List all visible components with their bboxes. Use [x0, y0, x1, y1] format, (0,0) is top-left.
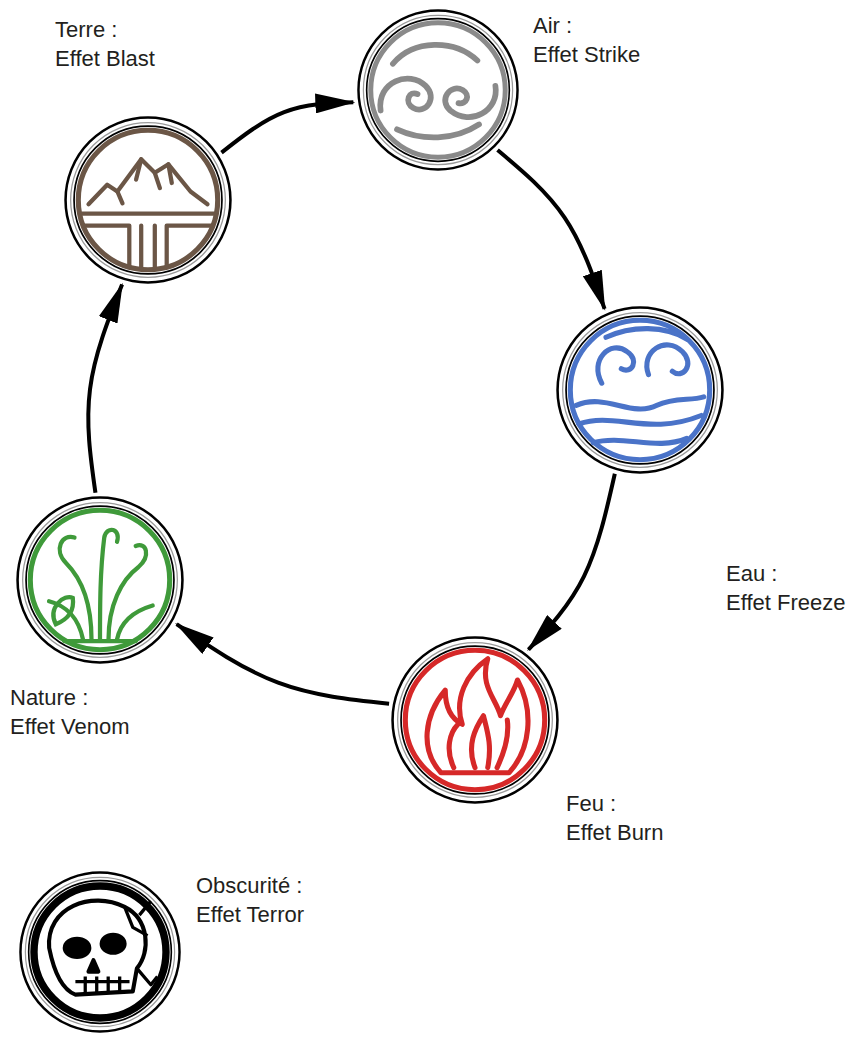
element-circle: Eau :Effet Freeze: [555, 305, 725, 475]
element-emblem: [18, 870, 182, 1034]
element-name: Terre :: [55, 16, 155, 45]
element-label: Nature :Effet Venom: [10, 684, 129, 741]
element-name: Air :: [533, 12, 640, 41]
cycle-arrow: [88, 285, 122, 493]
element-emblem: [390, 635, 560, 805]
element-circle: Nature :Effet Venom: [15, 495, 185, 665]
effect-name: Effet Terror: [196, 901, 304, 930]
cycle-arrow: [498, 150, 605, 309]
element-name: Eau :: [726, 560, 845, 589]
element-label: Obscurité :Effet Terror: [196, 872, 304, 929]
effect-name: Effet Strike: [533, 41, 640, 70]
cycle-arrow: [177, 624, 389, 704]
element-circle: Feu :Effet Burn: [390, 635, 560, 805]
element-label: Eau :Effet Freeze: [726, 560, 845, 617]
element-emblem: [63, 115, 233, 285]
element-name: Feu :: [566, 790, 663, 819]
element-circle: Obscurité :Effet Terror: [18, 870, 182, 1034]
element-circle: Air :Effet Strike: [356, 8, 520, 172]
effect-name: Effet Blast: [55, 45, 155, 74]
cycle-arrow: [528, 474, 614, 650]
element-label: Terre :Effet Blast: [55, 16, 155, 73]
element-name: Obscurité :: [196, 872, 304, 901]
element-label: Feu :Effet Burn: [566, 790, 663, 847]
effect-name: Effet Venom: [10, 713, 129, 742]
effect-name: Effet Freeze: [726, 589, 845, 618]
element-emblem: [356, 8, 520, 172]
cycle-arrow: [221, 102, 353, 152]
element-emblem: [15, 495, 185, 665]
effect-name: Effet Burn: [566, 819, 663, 848]
element-emblem: [555, 305, 725, 475]
element-name: Nature :: [10, 684, 129, 713]
element-label: Air :Effet Strike: [533, 12, 640, 69]
element-circle: Terre :Effet Blast: [63, 115, 233, 285]
